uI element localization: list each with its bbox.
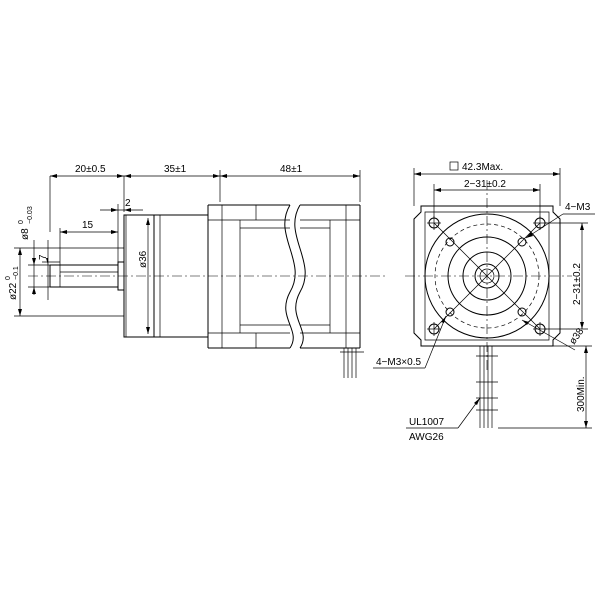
front-view: 42.3Max. 2−31±0.2 2−31±0.2 4−M3 (373, 161, 595, 443)
bearing-circle (462, 251, 512, 301)
dim-d8-tol-lower: −0.03 (27, 206, 34, 224)
motor-body (207, 204, 361, 349)
wire-type-label: UL1007 (409, 417, 444, 428)
pilot-circle (447, 236, 527, 316)
dim-hole-pitch-h-label: 2−31±0.2 (464, 179, 506, 190)
leader-4-m3x05: 4−M3×0.5 (373, 315, 447, 369)
wire-gauge-label: AWG26 (409, 432, 444, 443)
side-view: 20±0.5 35±1 48±1 2 15 ø8 (5, 164, 385, 378)
bolt-pitch-circle (434, 223, 540, 329)
dim-hole-pitch-h: 2−31±0.2 (433, 179, 541, 218)
dim-20-label: 20±0.5 (75, 164, 106, 175)
dim-lead-length: 300Min. (498, 345, 592, 429)
gearbox-body (123, 214, 208, 338)
leader-4-m3: 4−M3 (525, 202, 595, 239)
dim-d22-label: ø22 (8, 282, 19, 300)
dim-d36-label: ø36 (138, 250, 149, 268)
leader-wire-spec: UL1007 AWG26 (406, 397, 481, 443)
shaft-circle (474, 263, 500, 289)
dim-15-label: 15 (82, 220, 94, 231)
dim-lead-length-label: 300Min. (576, 376, 587, 412)
shaft-inner-circle (479, 268, 495, 284)
output-shaft (49, 264, 118, 288)
dim-square: 42.3Max. (413, 161, 561, 206)
dim-d8-label: ø8 (20, 228, 31, 240)
dim-d22-tol-upper: 0 (5, 276, 12, 280)
dim-2: 2 (100, 198, 143, 262)
dim-hole-pitch-v: 2−31±0.2 (545, 222, 588, 330)
flange-circle (424, 213, 550, 339)
dim-35-label: 35±1 (164, 164, 187, 175)
top-dimension-chain: 20±0.5 35±1 48±1 (49, 164, 361, 232)
dim-2-label: 2 (125, 198, 131, 209)
dim-m3-bottom-label: 4−M3×0.5 (376, 357, 421, 368)
dim-48-label: 48±1 (280, 164, 303, 175)
motor-square-inner (424, 211, 550, 341)
dim-d8-tol-upper: 0 (18, 220, 25, 224)
dim-m3-top-label: 4−M3 (565, 202, 591, 213)
left-diameter-dims: ø8 0 −0.03 7 ø22 0 −0.1 ø36 (5, 206, 150, 334)
dim-square-label: 42.3Max. (462, 162, 503, 173)
dim-d22-tol-lower: −0.1 (13, 266, 20, 280)
dim-7-label: 7 (38, 254, 49, 260)
front-lead-wires (476, 346, 498, 428)
gearbox-face-holes (433, 222, 541, 330)
dim-hole-pitch-v-label: 2−31±0.2 (572, 263, 583, 305)
dim-15: 15 (59, 220, 118, 265)
side-lead-wires (340, 348, 364, 378)
